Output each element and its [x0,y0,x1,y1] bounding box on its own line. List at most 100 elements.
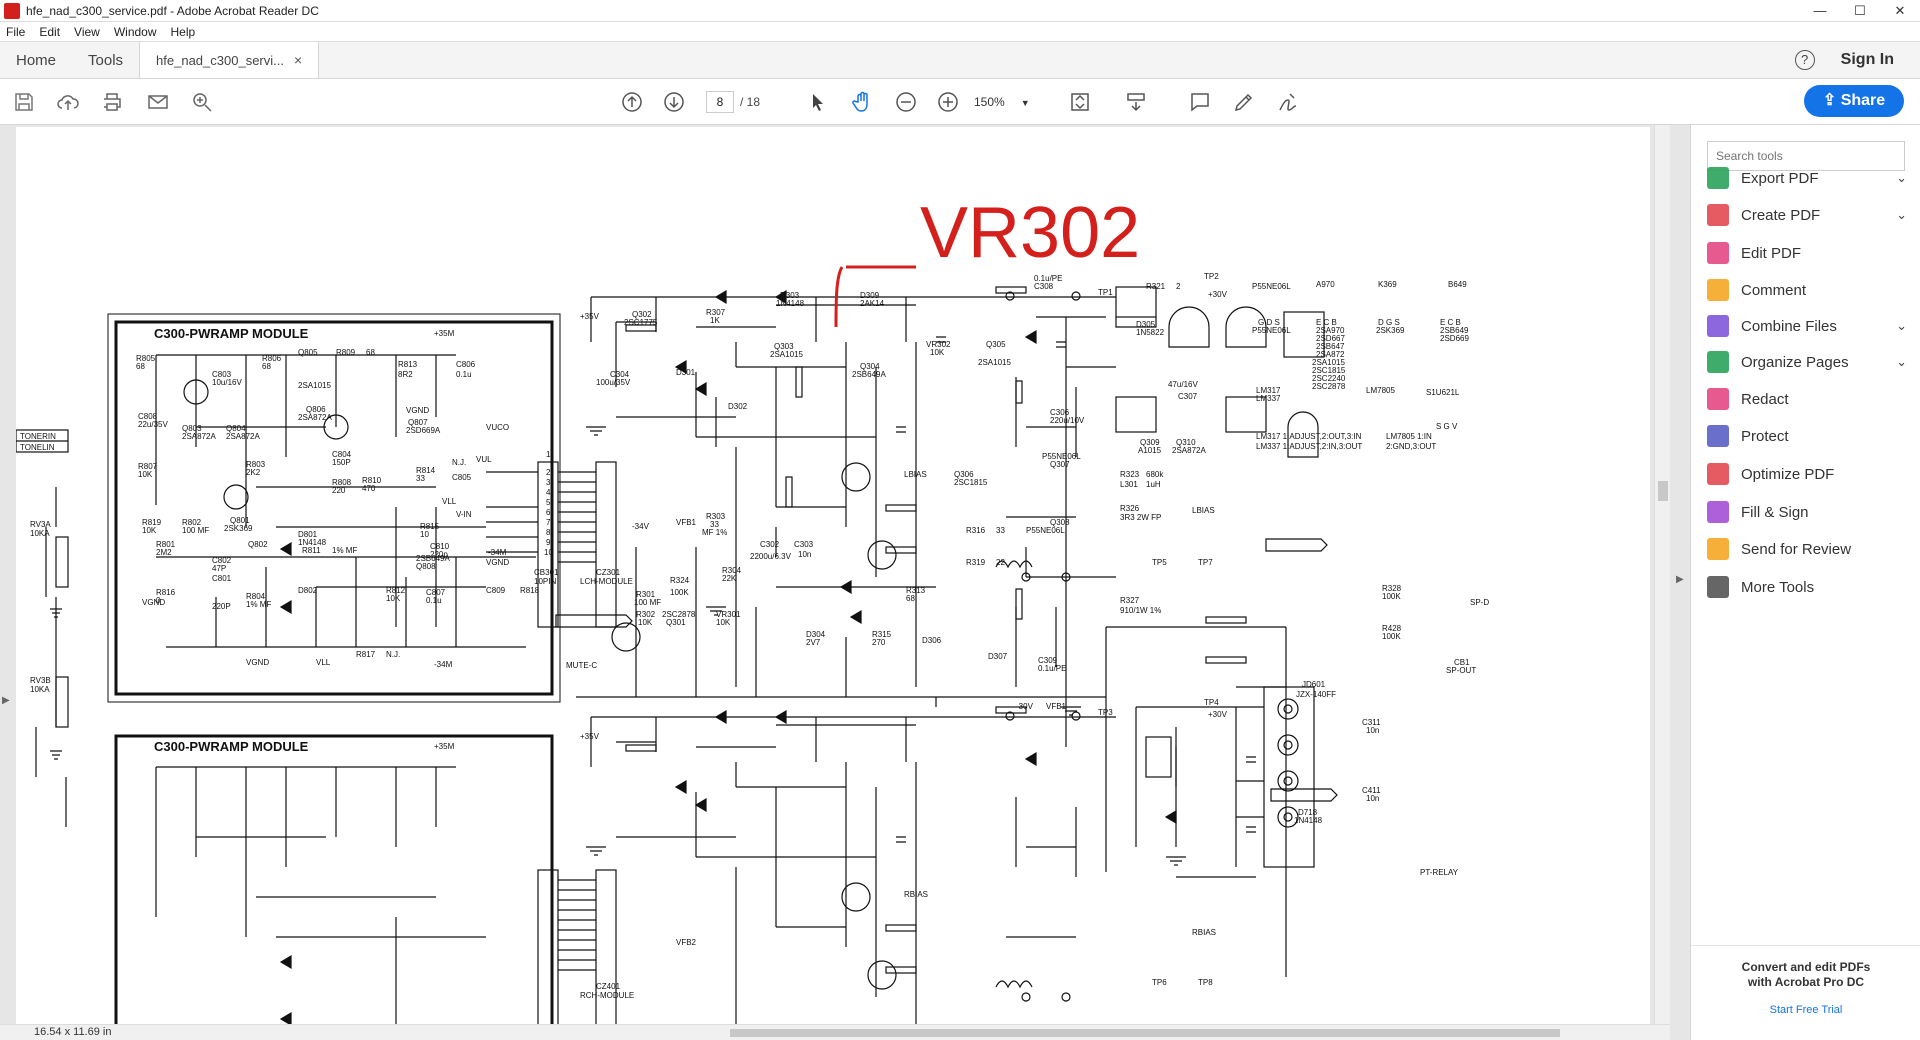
label-d304-type: 2V7 [806,638,821,647]
label-r818: R818 [520,586,540,595]
chevron-down-icon[interactable]: ⌄ [1896,207,1907,222]
zoom-in-icon[interactable] [936,90,960,114]
menu-window[interactable]: Window [113,24,157,39]
share-icon: ⇪ [1822,92,1841,109]
label-vuco: VUCO [486,423,509,432]
vertical-scroll-thumb[interactable] [1658,481,1668,501]
tool-item-combine-files[interactable]: Combine Files⌄ [1707,313,1907,339]
horizontal-scroll-thumb[interactable] [730,1029,1560,1037]
label-q803: Q803 [182,424,202,433]
share-button[interactable]: ⇪ Share [1804,85,1904,117]
tool-item-protect[interactable]: Protect [1707,423,1907,449]
previous-page-icon[interactable] [620,90,644,114]
organize-pages-icon [1707,351,1729,373]
tab-document[interactable]: hfe_nad_c300_servi... × [139,42,320,78]
document-viewport[interactable]: ▶ [0,125,1670,1025]
menu-help[interactable]: Help [170,24,196,39]
label-r808-val: 220 [332,486,346,495]
help-icon[interactable]: ? [1794,50,1815,70]
label-d304: D304 [806,630,826,639]
label-rv3a: RV3A [30,520,51,529]
label-q806-type: 2SA872A [298,413,332,422]
label-tp3: TP3 [1098,708,1113,717]
label-r809: R809 [336,348,356,357]
label-pt-relay: PT-RELAY [1420,868,1459,877]
tool-item-send-review[interactable]: Send for Review [1707,536,1907,562]
email-icon[interactable] [146,90,170,114]
chevron-down-icon[interactable]: ⌄ [1896,170,1907,185]
label-sp-d: SP-D [1470,598,1489,607]
tool-item-redact[interactable]: Redact [1707,386,1907,412]
save-icon[interactable] [12,90,36,114]
chevron-down-icon[interactable]: ⌄ [1896,354,1907,369]
label-r808: R808 [332,478,352,487]
zoom-select[interactable]: 150%▼ [974,91,1044,113]
label-r811: R811 [302,546,321,555]
label-q306-type: 2SC1815 [954,478,988,487]
fit-page-icon[interactable] [1068,90,1092,114]
label-d718-val: 1N4148 [1294,816,1323,825]
tool-item-create-pdf[interactable]: Create PDF⌄ [1707,202,1907,228]
next-page-icon[interactable] [662,90,686,114]
label-q304: Q304 [860,362,880,371]
label-q301: Q301 [666,618,686,627]
label-q807-type: 2SD669A [406,426,441,435]
tool-item-export-pdf[interactable]: Export PDF⌄ [1707,165,1907,191]
search-zoom-icon[interactable] [190,90,214,114]
page-number-input[interactable]: 8 [706,91,734,113]
label-c802: C802 [212,556,232,565]
page-total: / 18 [740,95,761,109]
menu-file[interactable]: File [6,24,26,39]
label-q805-type: 2SA1015 [298,381,331,390]
tool-item-comment[interactable]: Comment [1707,277,1907,303]
label-rv3b-val: 10KA [30,685,50,694]
close-tab-icon[interactable]: × [293,52,303,68]
left-panel-toggle-icon[interactable]: ▶ [2,695,10,706]
print-icon[interactable] [100,90,124,114]
label-q804-type: 2SA872A [226,432,260,441]
schematic-labels: C300-PWRAMP MODULE C300-PWRAMP MODULE VR… [20,193,1489,1000]
schematic-wires [16,265,1338,1025]
select-cursor-icon[interactable] [806,90,830,114]
horizontal-scrollbar[interactable]: 16.54 x 11.69 in [0,1024,1670,1040]
close-window-button[interactable]: ✕ [1894,3,1906,18]
upload-cloud-icon[interactable] [56,90,80,114]
label-c806-val: 0.1u [456,370,472,379]
scroll-mode-icon[interactable] [1124,90,1148,114]
label-pkg-p55: P55NE06L [1252,282,1291,291]
label-r301: R301 [636,590,656,599]
label-r804: R804 [246,592,266,601]
label-r814-val: 33 [416,474,425,483]
maximize-button[interactable]: ☐ [1854,3,1866,18]
tool-item-organize-pages[interactable]: Organize Pages⌄ [1707,349,1907,375]
sign-in-button[interactable]: Sign In [1840,51,1894,68]
sign-icon[interactable] [1276,90,1300,114]
tool-item-fill-sign[interactable]: Fill & Sign [1707,499,1907,525]
menu-edit[interactable]: Edit [39,24,61,39]
tool-item-edit-pdf[interactable]: Edit PDF [1707,240,1907,266]
search-tools-input[interactable] [1707,141,1905,171]
tool-item-optimize-pdf[interactable]: Optimize PDF [1707,461,1907,487]
label-q807: Q807 [408,418,428,427]
label-plus30v-b: +30V [1208,710,1228,719]
minimize-button[interactable]: — [1813,3,1827,18]
highlight-pen-icon[interactable] [1232,90,1256,114]
label-r303-val: 33 [710,520,719,529]
label-vfb1: VFB1 [1046,702,1067,711]
menu-view[interactable]: View [74,24,100,39]
label-r817: R817 [356,650,376,659]
start-free-trial-link[interactable]: Start Free Trial [1769,1004,1843,1016]
hand-tool-icon[interactable] [850,90,874,114]
vertical-scrollbar[interactable] [1654,125,1670,1025]
zoom-out-icon[interactable] [894,90,918,114]
tool-item-more-tools[interactable]: More Tools [1707,574,1907,600]
label-lm337-note: LM337 1:ADJUST,2:IN,3:OUT [1256,442,1362,451]
tab-tools[interactable]: Tools [88,51,124,69]
label-cb301: CB301 [534,568,559,577]
comment-icon[interactable] [1188,90,1212,114]
right-panel-toggle-icon[interactable]: ▶ [1676,574,1684,585]
label-vr302-val: 10K [930,348,945,357]
label-r812: R812 [386,586,406,595]
tab-home[interactable]: Home [16,51,57,69]
chevron-down-icon[interactable]: ⌄ [1896,318,1907,333]
